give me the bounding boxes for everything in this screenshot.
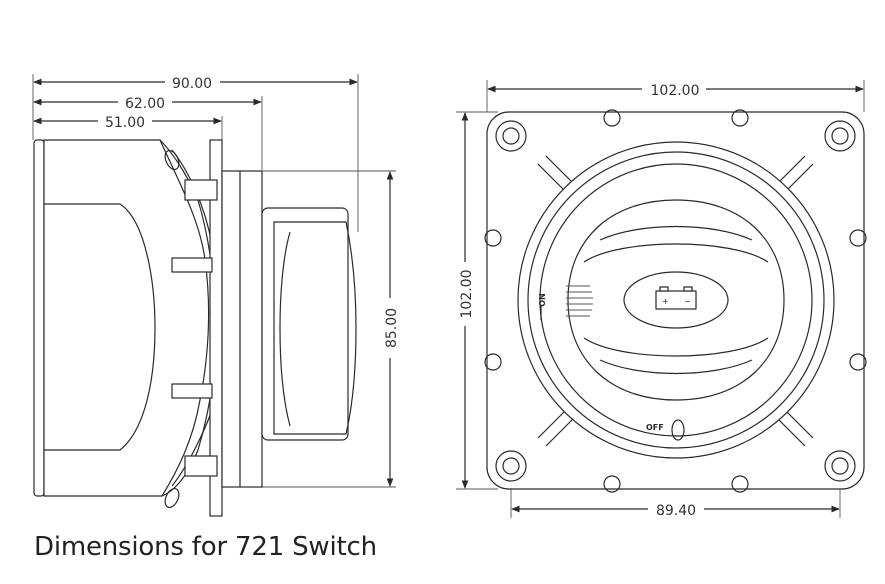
on-label: ON bbox=[538, 293, 547, 307]
figure-caption: Dimensions for 721 Switch bbox=[34, 532, 377, 562]
dim-102-left-label: 102.00 bbox=[459, 270, 475, 319]
dim-85-label: 85.00 bbox=[384, 308, 400, 348]
svg-text:−: − bbox=[684, 297, 691, 306]
diagonal-ribs bbox=[537, 155, 814, 447]
mounting-hole-icon bbox=[495, 120, 856, 482]
side-view: 90.00 62.00 51.00 85.00 bbox=[32, 74, 400, 517]
dim-51-label: 51.00 bbox=[105, 115, 145, 131]
dim-89-label: 89.40 bbox=[656, 503, 696, 519]
edge-notches bbox=[484, 109, 867, 493]
svg-text:+: + bbox=[662, 297, 669, 306]
dim-102-top-label: 102.00 bbox=[651, 83, 700, 99]
dim-90-label: 90.00 bbox=[172, 76, 212, 92]
switch-body-side bbox=[33, 139, 357, 517]
off-indicator-icon bbox=[671, 419, 685, 441]
battery-icon: + − bbox=[655, 286, 697, 310]
off-label: OFF bbox=[646, 423, 664, 432]
front-view: 102.00 102.00 89.40 bbox=[456, 80, 867, 519]
dim-62-label: 62.00 bbox=[125, 96, 165, 112]
